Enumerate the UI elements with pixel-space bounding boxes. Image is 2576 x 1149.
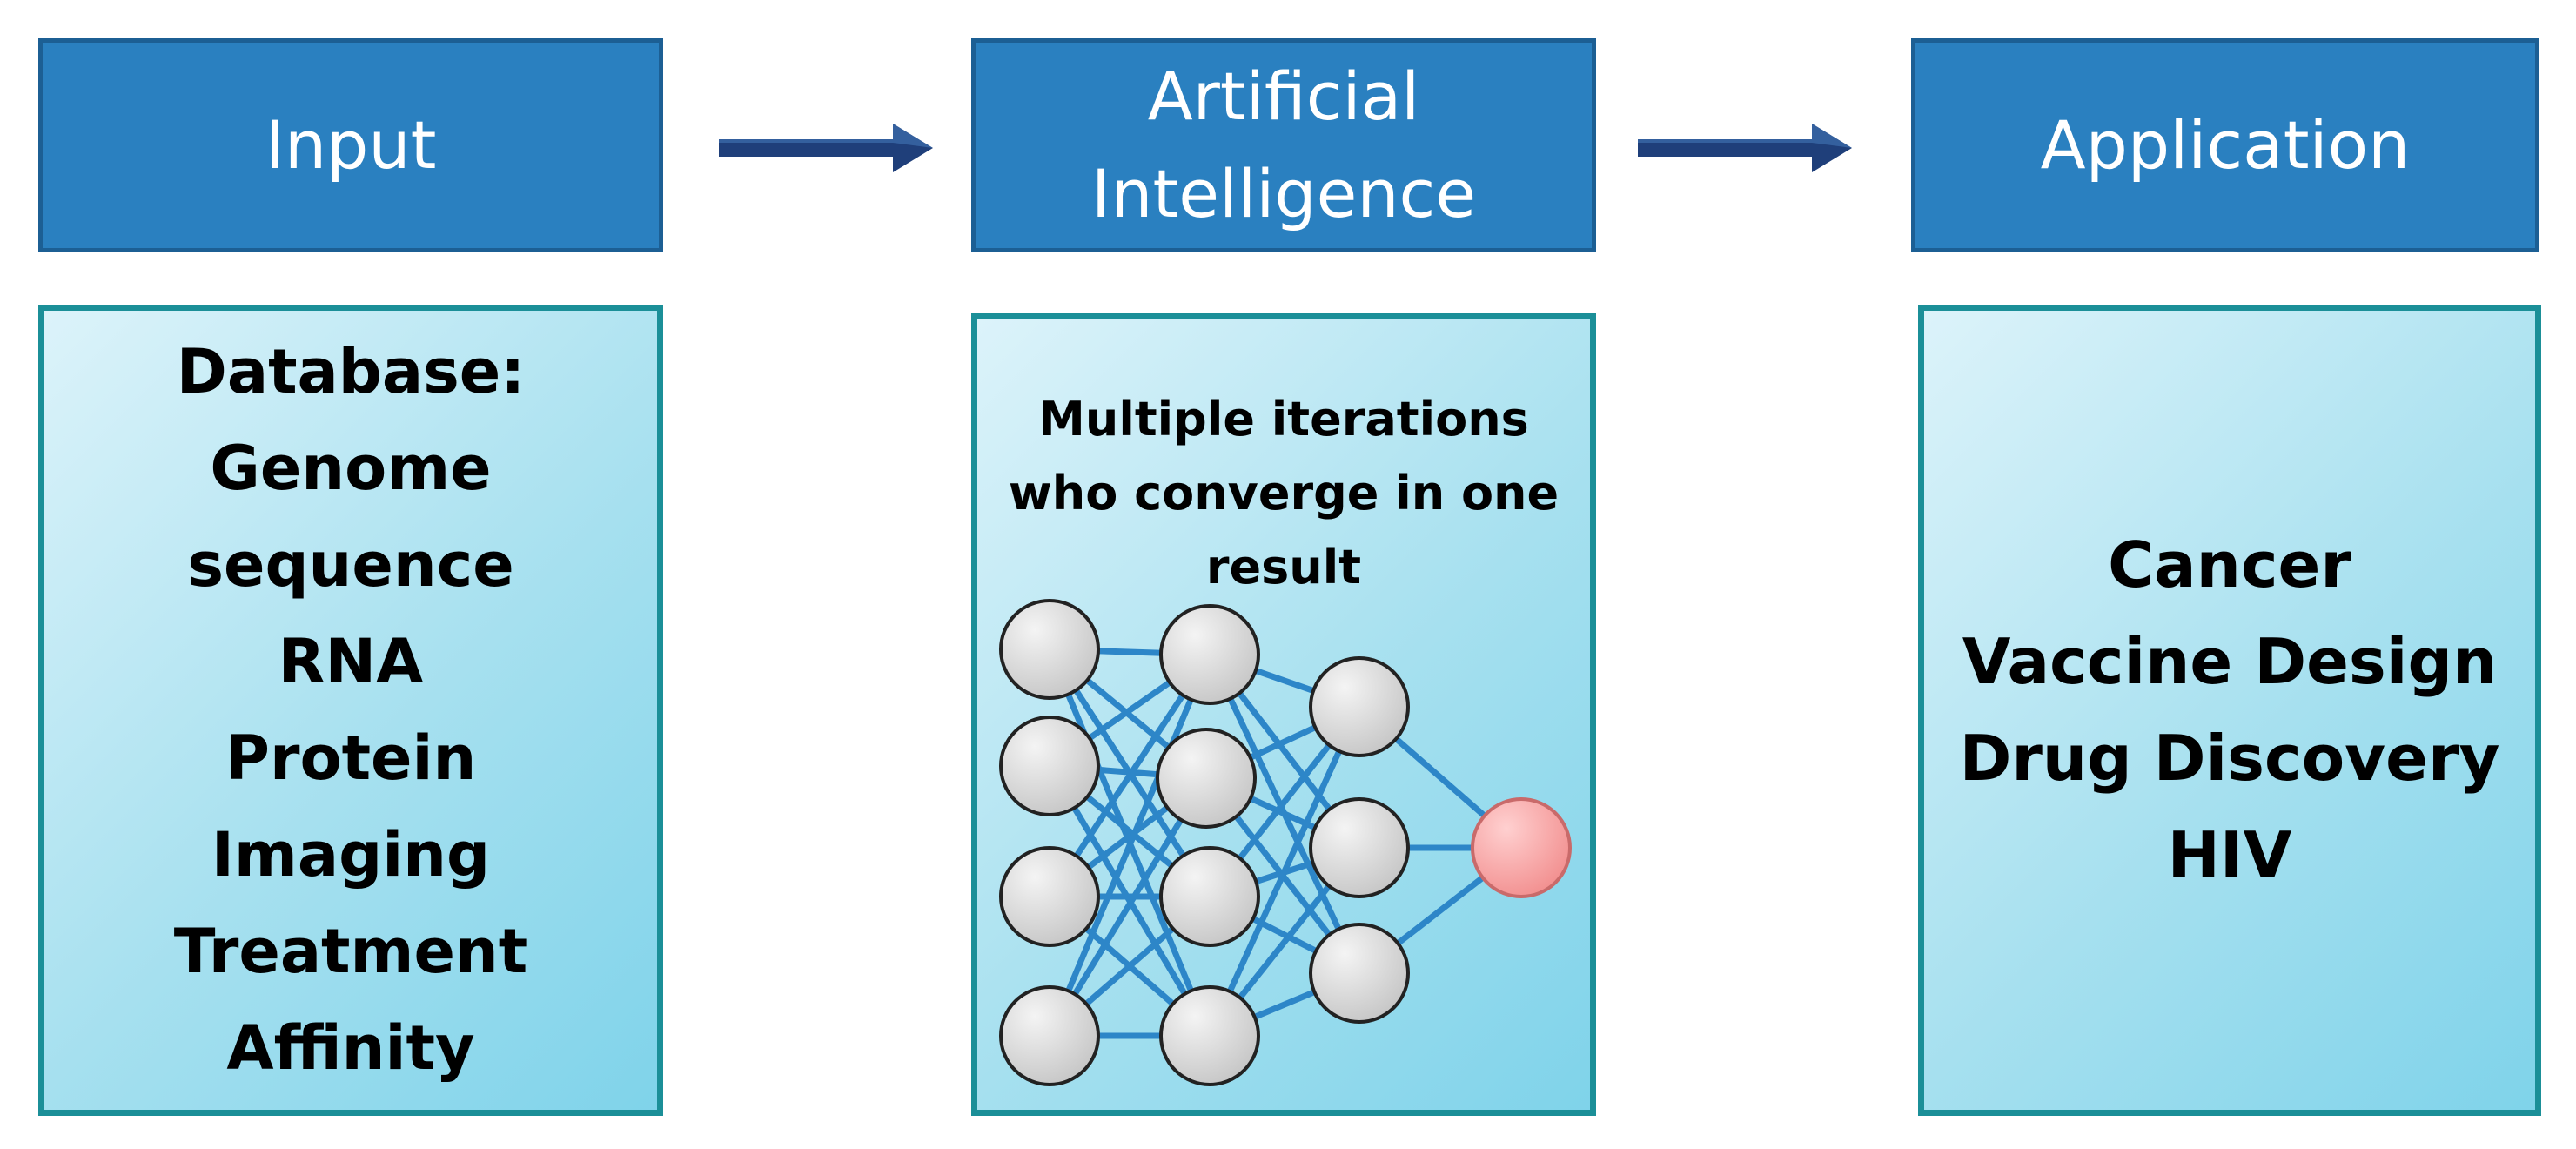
application-header-label: Application (2040, 106, 2411, 184)
input-line: Genome (210, 433, 492, 504)
application-line: HIV (2167, 818, 2292, 891)
network-node (1159, 604, 1260, 705)
network-node (1159, 846, 1260, 947)
input-line: Protein (225, 722, 477, 794)
input-header: Input (38, 38, 663, 252)
application-line: Drug Discovery (1959, 722, 2500, 795)
network-node (999, 599, 1100, 700)
network-node (1309, 797, 1410, 898)
ai-description-line: result (1205, 540, 1362, 595)
network-node (1156, 728, 1257, 829)
input-line: sequence (187, 529, 514, 601)
network-node (1159, 985, 1260, 1086)
input-line: Affinity (226, 1012, 475, 1084)
network-node (1309, 656, 1410, 757)
application-line: Cancer (2108, 528, 2351, 601)
application-content-box: Cancer Vaccine Design Drug Discovery HIV (1918, 305, 2541, 1116)
input-line: Database: (176, 336, 526, 407)
network-node (999, 985, 1100, 1086)
network-edge (1206, 705, 1363, 1038)
arrow-right-icon (1638, 124, 1852, 172)
arrow-right-icon (719, 124, 933, 172)
network-node (1309, 923, 1410, 1024)
application-line: Vaccine Design (1962, 625, 2498, 698)
output-node (1471, 797, 1572, 898)
network-node (999, 716, 1100, 816)
network-edge (1046, 653, 1213, 1038)
ai-description-line: Multiple iterations (1038, 392, 1529, 447)
input-header-label: Input (265, 106, 437, 184)
input-line: Treatment (173, 916, 528, 987)
ai-description-line: who converge in one (1008, 466, 1560, 521)
input-line: RNA (278, 626, 424, 697)
network-nodes (999, 599, 1572, 1086)
ai-description: Multiple iterations who converge in one … (1009, 382, 1559, 604)
network-node (999, 846, 1100, 947)
ai-header: Artificial Intelligence (971, 38, 1596, 252)
application-header: Application (1911, 38, 2539, 252)
input-content-box: Database: Genome sequence RNA Protein Im… (38, 305, 663, 1116)
input-line: Imaging (211, 819, 491, 890)
ai-header-label: Artificial Intelligence (1090, 57, 1477, 232)
network-edges (1046, 646, 1524, 1039)
